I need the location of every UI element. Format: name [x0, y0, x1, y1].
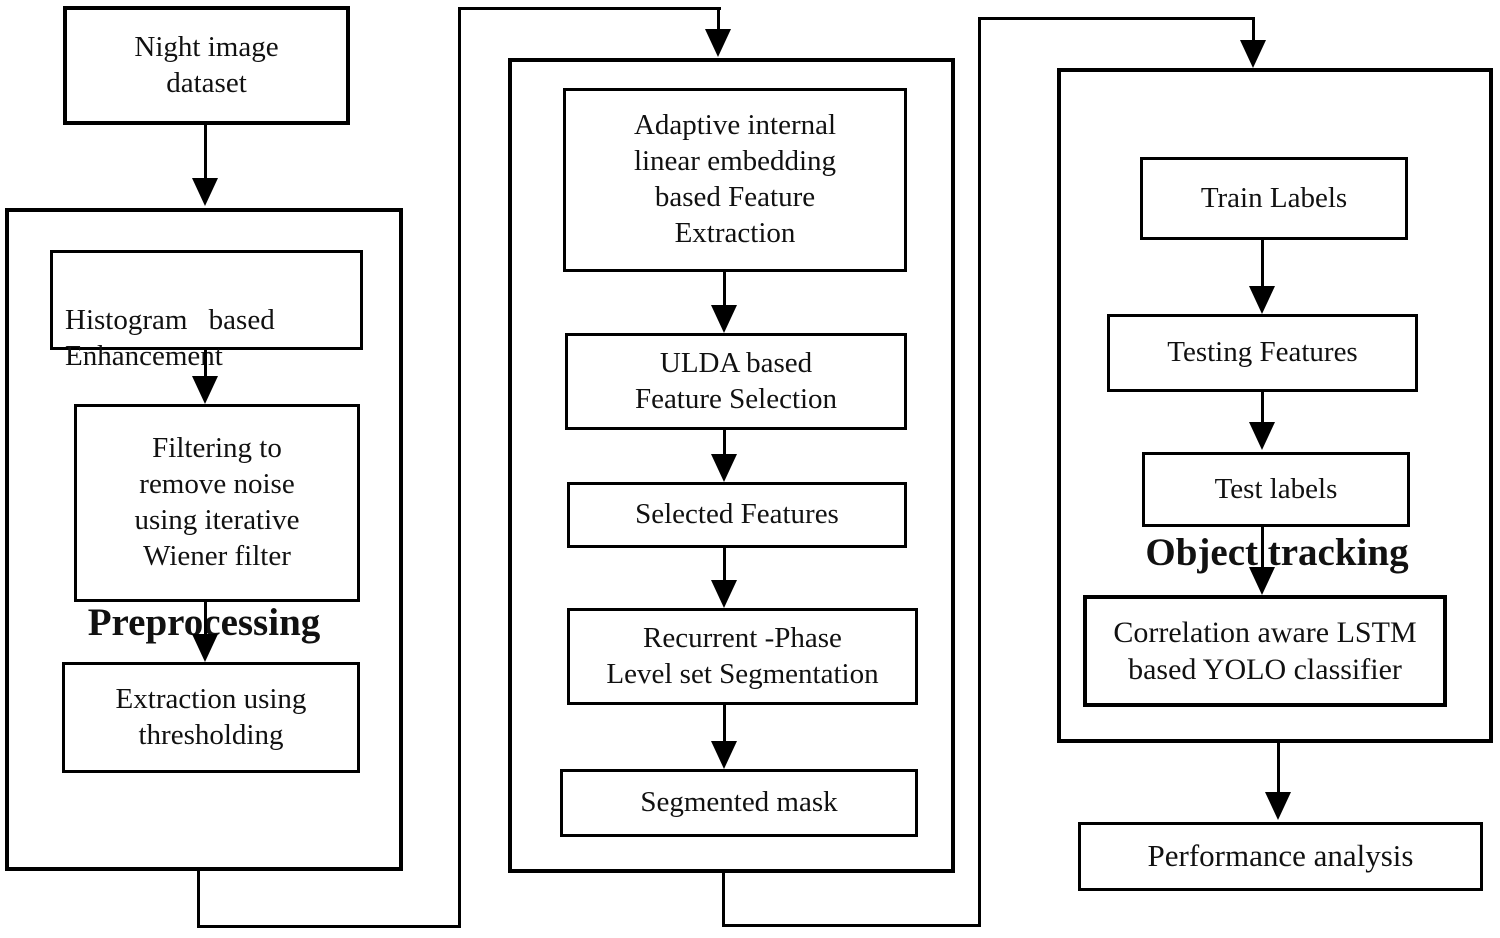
connector-middle-to-right-segment [1252, 17, 1255, 43]
arrowhead-night-to-preprocessing [192, 178, 218, 206]
connector-middle-to-right-segment [978, 17, 1255, 20]
connector-middle-to-right-segment [722, 924, 981, 927]
node-lstm-yolo-classifier: Correlation aware LSTM based YOLO classi… [1083, 595, 1447, 707]
arrow-histogram-to-filtering [204, 350, 207, 377]
node-label: Recurrent -Phase Level set Segmentation [606, 621, 879, 690]
node-histogram-enhancement: Histogram based Enhancement [50, 250, 363, 372]
arrowhead-tracking-to-performance [1265, 792, 1291, 820]
node-label: Extraction using thresholding [115, 682, 307, 751]
arrow-filtering-to-extraction [204, 602, 207, 635]
node-label: Segmented mask [640, 786, 838, 819]
arrow-tracking-to-performance [1277, 743, 1280, 793]
feature-segmentation-group-box [508, 58, 955, 873]
node-label: Filtering to remove noise using iterativ… [134, 432, 300, 572]
node-label: Performance analysis [1147, 838, 1414, 874]
node-train-labels: Train Labels [1140, 157, 1408, 240]
object-tracking-group-label: Object tracking [1145, 531, 1409, 574]
arrow-night-to-preprocessing [204, 125, 207, 179]
connector-middle-to-right-segment [722, 873, 725, 927]
node-label: Testing Features [1167, 336, 1358, 369]
arrowhead-test-to-classifier [1249, 567, 1275, 595]
node-night-image-dataset: Night image dataset [63, 6, 350, 125]
arrowhead-filtering-to-extraction [192, 634, 218, 662]
arrowhead-adaptive-to-ulda [711, 305, 737, 333]
node-test-labels: Test labels [1142, 452, 1410, 527]
arrow-testing-to-test [1261, 392, 1264, 423]
connector-left-to-middle-segment [197, 871, 200, 928]
connector-left-to-middle-segment [458, 7, 721, 10]
node-label: Selected Features [635, 498, 839, 531]
node-recurrent-levelset-segmentation: Recurrent -Phase Level set Segmentation [567, 608, 918, 705]
node-wiener-filtering: Filtering to remove noise using iterativ… [74, 404, 360, 602]
node-segmented-mask: Segmented mask [560, 769, 918, 837]
arrow-adaptive-to-ulda [723, 272, 726, 306]
node-testing-features: Testing Features [1107, 314, 1418, 392]
node-label: Histogram based Enhancement [65, 303, 275, 372]
arrow-selected-to-recurrent [723, 548, 726, 581]
arrow-test-to-classifier [1261, 527, 1264, 568]
connector-middle-to-right-segment [978, 17, 981, 927]
object-tracking-group-box [1057, 68, 1493, 743]
connector-left-to-middle-segment [458, 7, 461, 928]
arrowhead-testing-to-test [1249, 422, 1275, 450]
arrow-train-to-testing [1261, 240, 1264, 287]
node-label: Adaptive internal linear embedding based… [633, 109, 837, 249]
node-extraction-thresholding: Extraction using thresholding [62, 662, 360, 773]
arrowhead-train-to-testing [1249, 286, 1275, 314]
node-adaptive-embedding-feature-extraction: Adaptive internal linear embedding based… [563, 88, 907, 272]
arrowhead-into-right-group [1240, 40, 1266, 68]
node-label: Train Labels [1200, 181, 1348, 214]
node-ulda-feature-selection: ULDA based Feature Selection [565, 333, 907, 430]
arrowhead-recurrent-to-segmented [711, 741, 737, 769]
node-performance-analysis: Performance analysis [1078, 822, 1483, 891]
connector-left-to-middle-segment [197, 925, 461, 928]
node-label: Correlation aware LSTM based YOLO classi… [1113, 615, 1417, 686]
arrowhead-ulda-to-selected [711, 454, 737, 482]
arrowhead-selected-to-recurrent [711, 580, 737, 608]
node-label: Night image dataset [134, 30, 279, 99]
arrowhead-histogram-to-filtering [192, 376, 218, 404]
arrowhead-into-middle-group [705, 29, 731, 57]
node-selected-features: Selected Features [567, 482, 907, 548]
node-label: ULDA based Feature Selection [634, 346, 838, 415]
arrow-ulda-to-selected [723, 430, 726, 455]
arrow-recurrent-to-segmented [723, 705, 726, 742]
connector-left-to-middle-segment [717, 7, 720, 32]
node-label: Test labels [1214, 472, 1338, 505]
preprocessing-group-box [5, 208, 403, 871]
